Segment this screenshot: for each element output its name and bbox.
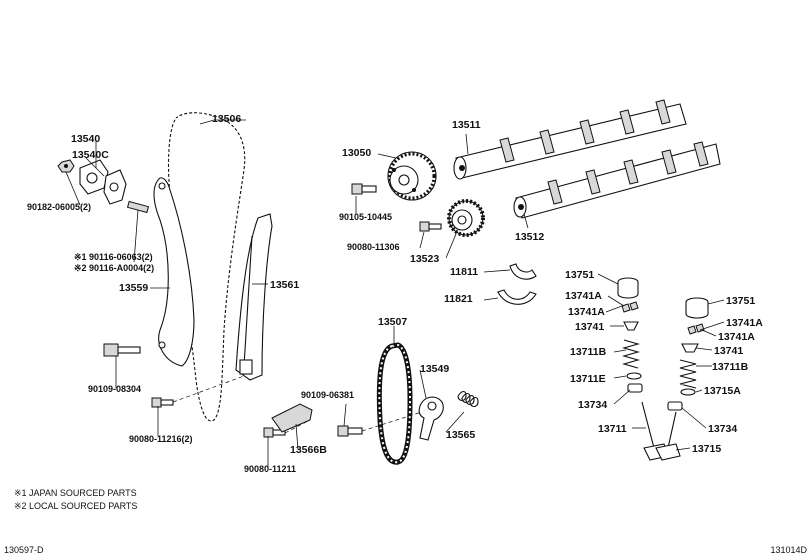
label-13715[interactable]: 13715 xyxy=(692,443,721,455)
footer: 130597-D 131014D xyxy=(4,545,807,555)
label-13566B[interactable]: 13566B xyxy=(290,444,327,456)
bolt-90080-11211[interactable] xyxy=(263,427,286,438)
label-90116-A0004[interactable]: ※2 90116-A0004(2) xyxy=(74,263,154,273)
spring-seat-13711E[interactable] xyxy=(626,372,642,380)
bearing-11811[interactable] xyxy=(509,263,537,280)
valve-seal-13734-left[interactable] xyxy=(627,383,643,393)
nut-90182[interactable] xyxy=(57,159,75,173)
spring-seat-13715A[interactable] xyxy=(680,388,696,396)
label-13741-left[interactable]: 13741 xyxy=(575,321,604,333)
label-90080-11216[interactable]: 90080-11216(2) xyxy=(129,434,193,444)
chain-tensioner-13549[interactable] xyxy=(418,396,444,441)
label-13540C[interactable]: 13540C xyxy=(72,149,109,161)
label-13741A-left-1[interactable]: 13741A xyxy=(565,290,602,302)
valve-spring-13711B-left[interactable] xyxy=(621,339,641,369)
label-13711[interactable]: 13711 xyxy=(598,423,627,435)
part-labels: 13506 13540 13540C 90182-06005(2) ※1 901… xyxy=(27,113,763,474)
cam-sprocket-13523[interactable] xyxy=(447,199,485,237)
stud-90116[interactable] xyxy=(126,200,150,214)
label-13512[interactable]: 13512 xyxy=(515,231,544,243)
label-13711B-left[interactable]: 13711B xyxy=(570,346,607,358)
label-13050[interactable]: 13050 xyxy=(342,147,371,159)
label-90109-06381[interactable]: 90109-06381 xyxy=(301,390,354,400)
label-90105-10445[interactable]: 90105-10445 xyxy=(339,212,392,222)
label-90116-06063[interactable]: ※1 90116-06063(2) xyxy=(74,252,153,262)
label-13711B-right[interactable]: 13711B xyxy=(712,361,749,373)
camshaft-13511[interactable] xyxy=(453,99,687,180)
valve-spring-13711B-right[interactable] xyxy=(679,359,697,389)
label-13741A-left-2[interactable]: 13741A xyxy=(568,306,605,318)
label-90182-06005[interactable]: 90182-06005(2) xyxy=(27,202,91,212)
label-13549[interactable]: 13549 xyxy=(420,363,449,375)
label-13523[interactable]: 13523 xyxy=(410,253,439,265)
spring-13565[interactable] xyxy=(457,390,479,408)
label-13734-left[interactable]: 13734 xyxy=(578,399,607,411)
label-11821[interactable]: 11821 xyxy=(444,293,473,305)
valve-seal-13734-right[interactable] xyxy=(667,401,683,411)
label-13507[interactable]: 13507 xyxy=(378,316,407,328)
label-90109-08304[interactable]: 90109-08304 xyxy=(88,384,141,394)
note-local-sourced: ※2 LOCAL SOURCED PARTS xyxy=(14,501,137,511)
label-13711E[interactable]: 13711E xyxy=(570,373,606,385)
bolt-90105-10445[interactable] xyxy=(351,183,377,195)
label-13734-right[interactable]: 13734 xyxy=(708,423,737,435)
chain-tensioner-13540[interactable] xyxy=(79,159,127,205)
label-13751-left[interactable]: 13751 xyxy=(565,269,594,281)
bolt-90080-11306[interactable] xyxy=(419,221,442,232)
footer-left-code: 130597-D xyxy=(4,545,44,555)
keeper-13741A-left[interactable] xyxy=(621,301,639,313)
label-13561[interactable]: 13561 xyxy=(270,279,299,291)
leader-lines xyxy=(65,119,725,470)
label-13715A[interactable]: 13715A xyxy=(704,385,741,397)
label-13511[interactable]: 13511 xyxy=(452,119,481,131)
label-13506[interactable]: 13506 xyxy=(212,113,241,125)
label-13559[interactable]: 13559 xyxy=(119,282,148,294)
bolt-90109-08304[interactable] xyxy=(103,343,141,357)
chain-tensioner-arm-13559[interactable] xyxy=(153,177,195,367)
label-90080-11211[interactable]: 90080-11211 xyxy=(244,464,296,474)
bolt-90080-11216[interactable] xyxy=(151,397,174,408)
retainer-13741-left[interactable] xyxy=(623,321,639,331)
oil-pump-chain-13507[interactable] xyxy=(376,342,413,465)
exhaust-valve-13715[interactable] xyxy=(655,411,681,461)
vvt-gear-13050[interactable] xyxy=(387,151,437,201)
footer-right-code: 131014D xyxy=(770,545,807,555)
chain-guide-13566B[interactable] xyxy=(271,403,313,433)
bearing-11821[interactable] xyxy=(497,289,537,305)
note-japan-sourced: ※1 JAPAN SOURCED PARTS xyxy=(14,488,137,498)
label-13565[interactable]: 13565 xyxy=(446,429,475,441)
valve-lifter-13751-left[interactable] xyxy=(617,277,639,299)
label-13741-right[interactable]: 13741 xyxy=(714,345,743,357)
chain-guide-13561[interactable] xyxy=(235,213,273,381)
retainer-13741-right[interactable] xyxy=(681,343,699,353)
label-13741A-right-2[interactable]: 13741A xyxy=(718,331,755,343)
camshaft-13512[interactable] xyxy=(513,141,721,219)
valve-lifter-13751-right[interactable] xyxy=(685,297,709,319)
label-11811[interactable]: 11811 xyxy=(450,266,478,278)
label-13540[interactable]: 13540 xyxy=(71,133,100,145)
label-13751-right[interactable]: 13751 xyxy=(726,295,755,307)
keeper-13741A-right[interactable] xyxy=(687,323,705,335)
label-13741A-right-1[interactable]: 13741A xyxy=(726,317,763,329)
label-90080-11306[interactable]: 90080-11306 xyxy=(347,242,400,252)
bolt-90109-06381[interactable] xyxy=(337,425,363,437)
notes: ※1 JAPAN SOURCED PARTS ※2 LOCAL SOURCED … xyxy=(14,488,137,511)
